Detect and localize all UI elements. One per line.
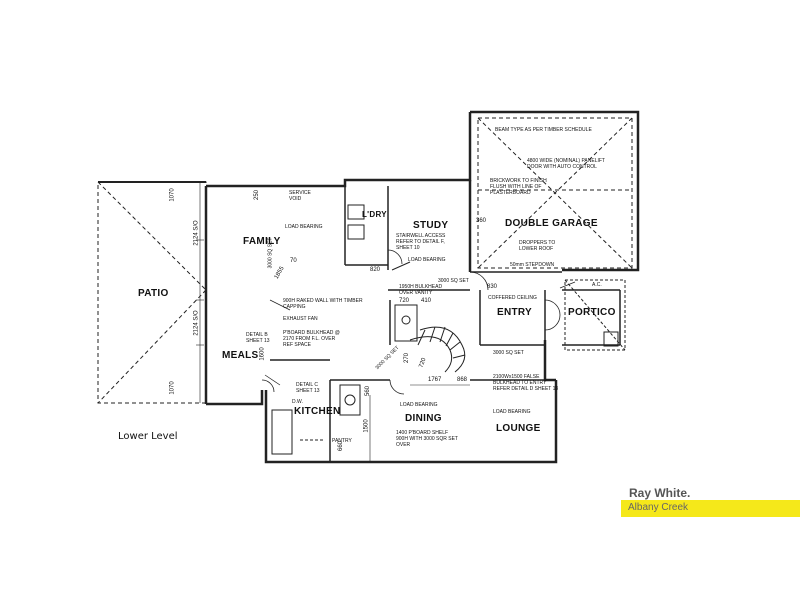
dim-1070-bottom: 1070 — [169, 381, 176, 395]
door-swings — [261, 249, 561, 395]
note-set-3000: 3000 SQ SET — [438, 278, 469, 284]
note-load-bearing-family: LOAD BEARING — [285, 224, 323, 230]
dim-820: 820 — [370, 267, 381, 273]
note-exhaust-fan: EXHAUST FAN — [283, 316, 318, 322]
note-bulkhead-vanity: 1950H BULKHEAD OVER VANITY — [399, 284, 443, 296]
room-label-patio: PATIO — [138, 288, 169, 299]
dim-1500: 1500 — [363, 419, 370, 433]
portico-outline — [564, 279, 626, 351]
dim-830: 830 — [487, 284, 498, 290]
staircase — [391, 261, 466, 373]
note-detail-c: DETAIL C SHEET 13 — [296, 382, 320, 394]
note-pboard-bulkhead: P'BOARD BULKHEAD @ 2170 FROM F.L. OVER R… — [283, 330, 340, 348]
room-label-double-garage: DOUBLE GARAGE — [505, 218, 598, 229]
note-pantry: PANTRY — [332, 438, 352, 444]
note-ac: A.C. — [592, 282, 602, 288]
brand-name: Ray White. — [629, 486, 691, 500]
dimension-lines — [196, 182, 470, 462]
note-load-bearing-study: LOAD BEARING — [408, 257, 446, 263]
interior-walls — [270, 186, 621, 462]
room-label-family: FAMILY — [243, 236, 281, 247]
kitchen-fixtures — [271, 384, 361, 455]
note-set-3000-c: 3000 SQ SET — [267, 237, 274, 269]
note-droppers: DROPPERS TO LOWER ROOF — [519, 240, 556, 252]
room-label-dining: DINING — [405, 413, 442, 424]
note-pboard-shelf: 1400 P'BOARD SHELF 900H WITH 3000 SQR SE… — [396, 430, 458, 448]
room-label-laundry: L'DRY — [362, 210, 387, 219]
dim-560: 560 — [365, 385, 372, 397]
room-label-entry: ENTRY — [497, 307, 533, 318]
laundry-fixtures — [347, 204, 418, 342]
dim-2124-lower: 2124 S/O — [193, 310, 200, 336]
note-false-bulkhead: 2100Wx1500 FALSE BULKHEAD TO ENTRY REFER… — [493, 374, 559, 392]
room-label-kitchen: KITCHEN — [294, 406, 341, 417]
dim-1600: 1600 — [259, 347, 266, 361]
note-brickwork: BRICKWORK TO FINISH FLUSH WITH LINE OF P… — [490, 178, 547, 196]
house-walls — [204, 110, 640, 464]
note-load-bearing-dining: LOAD BEARING — [400, 402, 438, 408]
dim-70: 70 — [290, 258, 297, 264]
note-panel-door: 4800 WIDE (NOMINAL) PANELIFT DOOR WITH A… — [527, 158, 605, 170]
room-label-study: STUDY — [413, 220, 449, 231]
dim-2124-upper: 2124 S/O — [193, 220, 200, 246]
dim-250: 250 — [254, 189, 261, 201]
note-service-void: SERVICE VOID — [289, 190, 311, 202]
annotation-arrows — [264, 281, 576, 386]
brand-office: Albany Creek — [628, 502, 689, 513]
brand-office-bar: Albany Creek — [621, 500, 800, 517]
note-step-down: 50mm STEPDOWN — [510, 262, 555, 268]
room-label-meals: MEALS — [222, 350, 259, 361]
level-caption: Lower Level — [118, 431, 178, 442]
dim-410: 410 — [421, 298, 432, 304]
note-stairwell-access: STAIRWELL ACCESS REFER TO DETAIL F, SHEE… — [396, 233, 446, 251]
note-detail-b: DETAIL B SHEET 13 — [246, 332, 270, 344]
dim-1070-top: 1070 — [169, 188, 176, 202]
note-dw: D.W. — [292, 399, 303, 405]
garage-roof-lines — [477, 117, 633, 269]
note-beam-type: BEAM TYPE AS PER TIMBER SCHEDULE — [495, 127, 592, 133]
agency-brand: Ray White. Albany Creek — [621, 482, 800, 518]
dim-868: 868 — [457, 377, 468, 383]
dim-270: 270 — [404, 352, 411, 364]
note-set-3000-b: 3000 SQ SET — [493, 350, 524, 356]
note-raked-wall: 900H RAKED WALL WITH TIMBER CAPPING — [283, 298, 363, 310]
dim-720: 720 — [399, 298, 410, 304]
dim-360: 360 — [476, 218, 487, 224]
dim-660: 660 — [338, 440, 345, 452]
note-load-bearing-lounge: LOAD BEARING — [493, 409, 531, 415]
dim-1767: 1767 — [428, 377, 442, 383]
room-label-lounge: LOUNGE — [496, 423, 541, 434]
room-label-portico: PORTICO — [568, 307, 616, 318]
note-coffered-ceiling: COFFERED CEILING — [488, 295, 537, 301]
